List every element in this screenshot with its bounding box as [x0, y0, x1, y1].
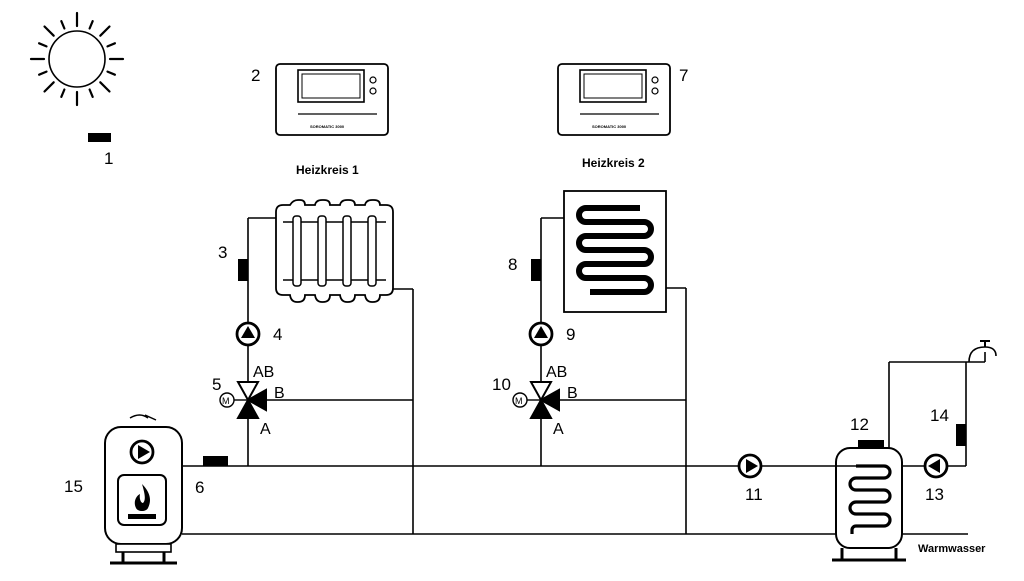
label-hot-water: Warmwasser [918, 543, 986, 555]
label-circulation-sensor: 14 [930, 406, 949, 425]
controller-icon: SOROMATIC 3000 [275, 63, 389, 136]
outdoor-sensor [88, 133, 111, 142]
sun-ray [43, 25, 55, 37]
label-pump-2: 9 [566, 325, 575, 344]
label-heating-circuit-1: Heizkreis 1 [296, 163, 359, 177]
label-valve-2: 10 [492, 375, 511, 394]
valve-1-port-ab: AB [253, 364, 274, 381]
label-controller-2: 7 [679, 66, 688, 85]
label-heating-circuit-2: Heizkreis 2 [582, 156, 645, 170]
label-boiler-sensor: 6 [195, 478, 204, 497]
tank-sensor [858, 440, 884, 450]
pump-icon [923, 453, 949, 479]
three-way-mixing-valve-icon: M [512, 381, 560, 419]
valve-2-port-ab: AB [546, 364, 567, 381]
sun-ray [37, 70, 48, 76]
sun-icon [29, 11, 125, 107]
sun-ray [99, 81, 111, 93]
flow-sensor-circuit-1 [238, 259, 248, 281]
flame-icon [128, 484, 156, 519]
sun-ray [106, 70, 117, 76]
label-valve-1: 5 [212, 375, 221, 394]
boiler-sensor [203, 456, 228, 466]
valve-2-port-b: B [567, 385, 578, 402]
label-tank-sensor: 12 [850, 415, 869, 434]
circulation-sensor [956, 424, 966, 446]
hot-water-tank-icon [832, 447, 906, 562]
floor-heating-icon [563, 190, 667, 313]
motor-label: M [515, 396, 523, 406]
radiator-icon [275, 199, 394, 303]
pump-icon [235, 321, 261, 347]
controller-brand-label: SOROMATIC 3000 [310, 124, 345, 129]
motor-label: M [222, 396, 230, 406]
three-way-mixing-valve-icon: M [219, 381, 267, 419]
sun-ray [37, 42, 48, 48]
label-boiler: 15 [64, 477, 83, 496]
sun-ray [106, 42, 117, 48]
label-outdoor-sensor: 1 [104, 149, 113, 168]
water-tap-icon [968, 340, 997, 363]
label-controller-1: 2 [251, 66, 260, 85]
controller-brand-label: SOROMATIC 3000 [592, 124, 627, 129]
sun-ray [60, 20, 66, 30]
sun-ray [88, 88, 94, 99]
boiler-icon [104, 414, 183, 565]
valve-1-port-b: B [274, 385, 285, 402]
sun-ray [88, 20, 94, 30]
label-flow-sensor-1: 3 [218, 243, 227, 262]
pump-icon [528, 321, 554, 347]
pump-icon [737, 453, 763, 479]
sun-ray [43, 81, 55, 93]
sun-ray [99, 25, 111, 37]
controller-icon: SOROMATIC 3000 [557, 63, 671, 136]
sun-ray [60, 88, 66, 99]
valve-2-port-a: A [553, 421, 564, 438]
valve-1-port-a: A [260, 421, 271, 438]
label-flow-sensor-2: 8 [508, 255, 517, 274]
label-pump-1: 4 [273, 325, 282, 344]
label-pump-13: 13 [925, 485, 944, 504]
label-pump-11: 11 [745, 485, 763, 504]
flow-sensor-circuit-2 [531, 259, 541, 281]
